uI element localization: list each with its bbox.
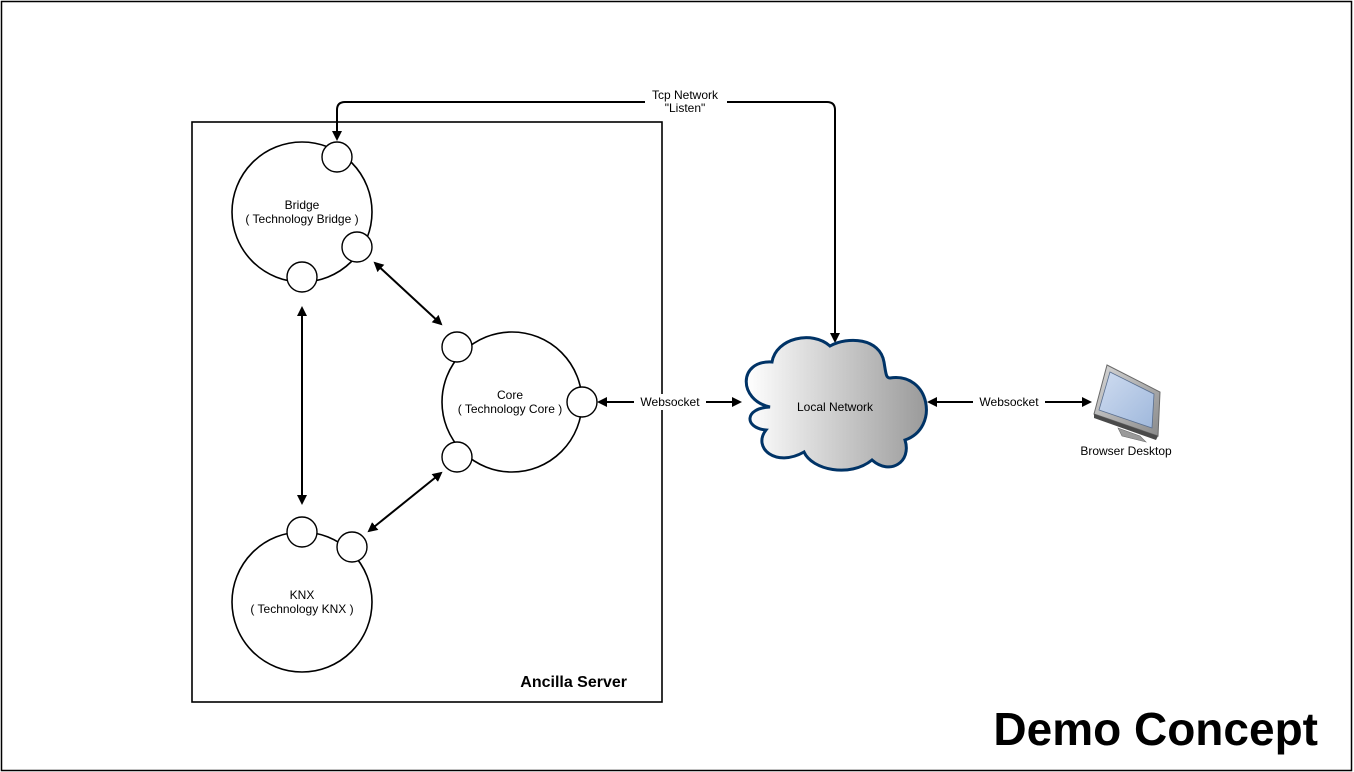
bridge-node: Bridge ( Technology Bridge ) xyxy=(231,141,373,293)
knx-node-name: KNX xyxy=(290,588,315,602)
bridge-port-right xyxy=(341,231,373,263)
bridge-node-subtitle: ( Technology Bridge ) xyxy=(245,212,358,226)
core-node: Core ( Technology Core ) xyxy=(441,331,598,473)
monitor-icon xyxy=(1093,364,1161,443)
bridge-port-top xyxy=(321,141,353,173)
core-port-bottom xyxy=(441,441,473,473)
bridge-core-connector xyxy=(373,261,443,326)
bridge-node-name: Bridge xyxy=(285,198,320,212)
core-node-subtitle: ( Technology Core ) xyxy=(458,402,563,416)
cloud-icon xyxy=(744,336,928,472)
knx-port-top xyxy=(286,516,318,548)
server-container-label: Ancilla Server xyxy=(520,674,627,691)
bridge-port-bottom xyxy=(286,261,318,293)
tcp-listen-label: "Listen" xyxy=(665,101,706,115)
core-port-right xyxy=(566,386,598,418)
diagram-title: Demo Concept xyxy=(993,703,1318,755)
tcp-network-label: Tcp Network xyxy=(652,88,719,102)
core-port-top xyxy=(441,331,473,363)
core-node-name: Core xyxy=(497,388,523,402)
knx-node-subtitle: ( Technology KNX ) xyxy=(250,602,353,616)
cloud-desktop-websocket-label: Websocket xyxy=(979,395,1039,409)
desktop-node-label: Browser Desktop xyxy=(1080,444,1172,458)
tcp-network-connector xyxy=(332,101,840,343)
knx-port-right xyxy=(336,531,368,563)
cloud-node-label: Local Network xyxy=(797,400,874,414)
knx-node: KNX ( Technology KNX ) xyxy=(231,516,373,673)
server-container xyxy=(191,121,663,703)
core-cloud-websocket-label: Websocket xyxy=(640,395,700,409)
core-knx-connector xyxy=(367,471,443,533)
